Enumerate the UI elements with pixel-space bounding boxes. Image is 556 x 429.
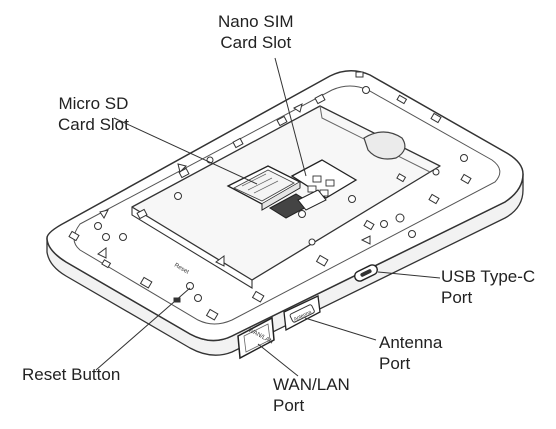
label-wan-lan: WAN/LAN Port — [273, 374, 350, 416]
label-reset-button: Reset Button — [22, 364, 120, 385]
rim-triangles — [97, 103, 371, 267]
label-wan-lan-line1: WAN/LAN — [273, 375, 350, 394]
label-nano-sim: Nano SIM Card Slot — [218, 11, 294, 53]
usb-type-c-port — [354, 264, 378, 282]
label-micro-sd-line1: Micro SD — [58, 94, 129, 113]
leader-lines — [95, 57, 441, 377]
label-nano-sim-line1: Nano SIM — [218, 12, 294, 31]
leader-reset — [95, 287, 191, 371]
label-usb-line2: Port — [441, 288, 473, 307]
label-micro-sd-line2: Card Slot — [58, 115, 129, 134]
label-reset-line1: Reset Button — [22, 365, 121, 384]
leader-micro-sd — [113, 117, 258, 185]
device-inner-rim — [73, 85, 501, 325]
wan-lan-port: WAN/LAN — [237, 316, 275, 360]
compartment-step — [131, 207, 253, 289]
rim-holes — [94, 86, 468, 302]
label-nano-sim-line2: Card Slot — [220, 33, 292, 52]
rim-markers — [68, 71, 472, 321]
leader-nano-sim — [274, 57, 307, 177]
leader-antenna — [304, 317, 377, 341]
label-antenna-line1: Antenna — [379, 333, 443, 352]
label-usb-line1: USB Type-C — [441, 267, 536, 286]
label-usb-type-c: USB Type-C Port — [441, 266, 535, 308]
nano-sim-slot — [269, 159, 358, 219]
finger-notch — [363, 131, 406, 160]
label-wan-lan-line2: Port — [273, 396, 305, 415]
label-antenna: Antenna Port — [379, 332, 442, 374]
label-micro-sd: Micro SD Card Slot — [58, 93, 129, 135]
micro-sd-slot — [226, 165, 302, 211]
leader-usb — [377, 271, 441, 279]
antenna-port: Antenna — [283, 295, 321, 332]
leader-wan-lan — [257, 343, 299, 377]
label-antenna-line2: Port — [379, 354, 411, 373]
